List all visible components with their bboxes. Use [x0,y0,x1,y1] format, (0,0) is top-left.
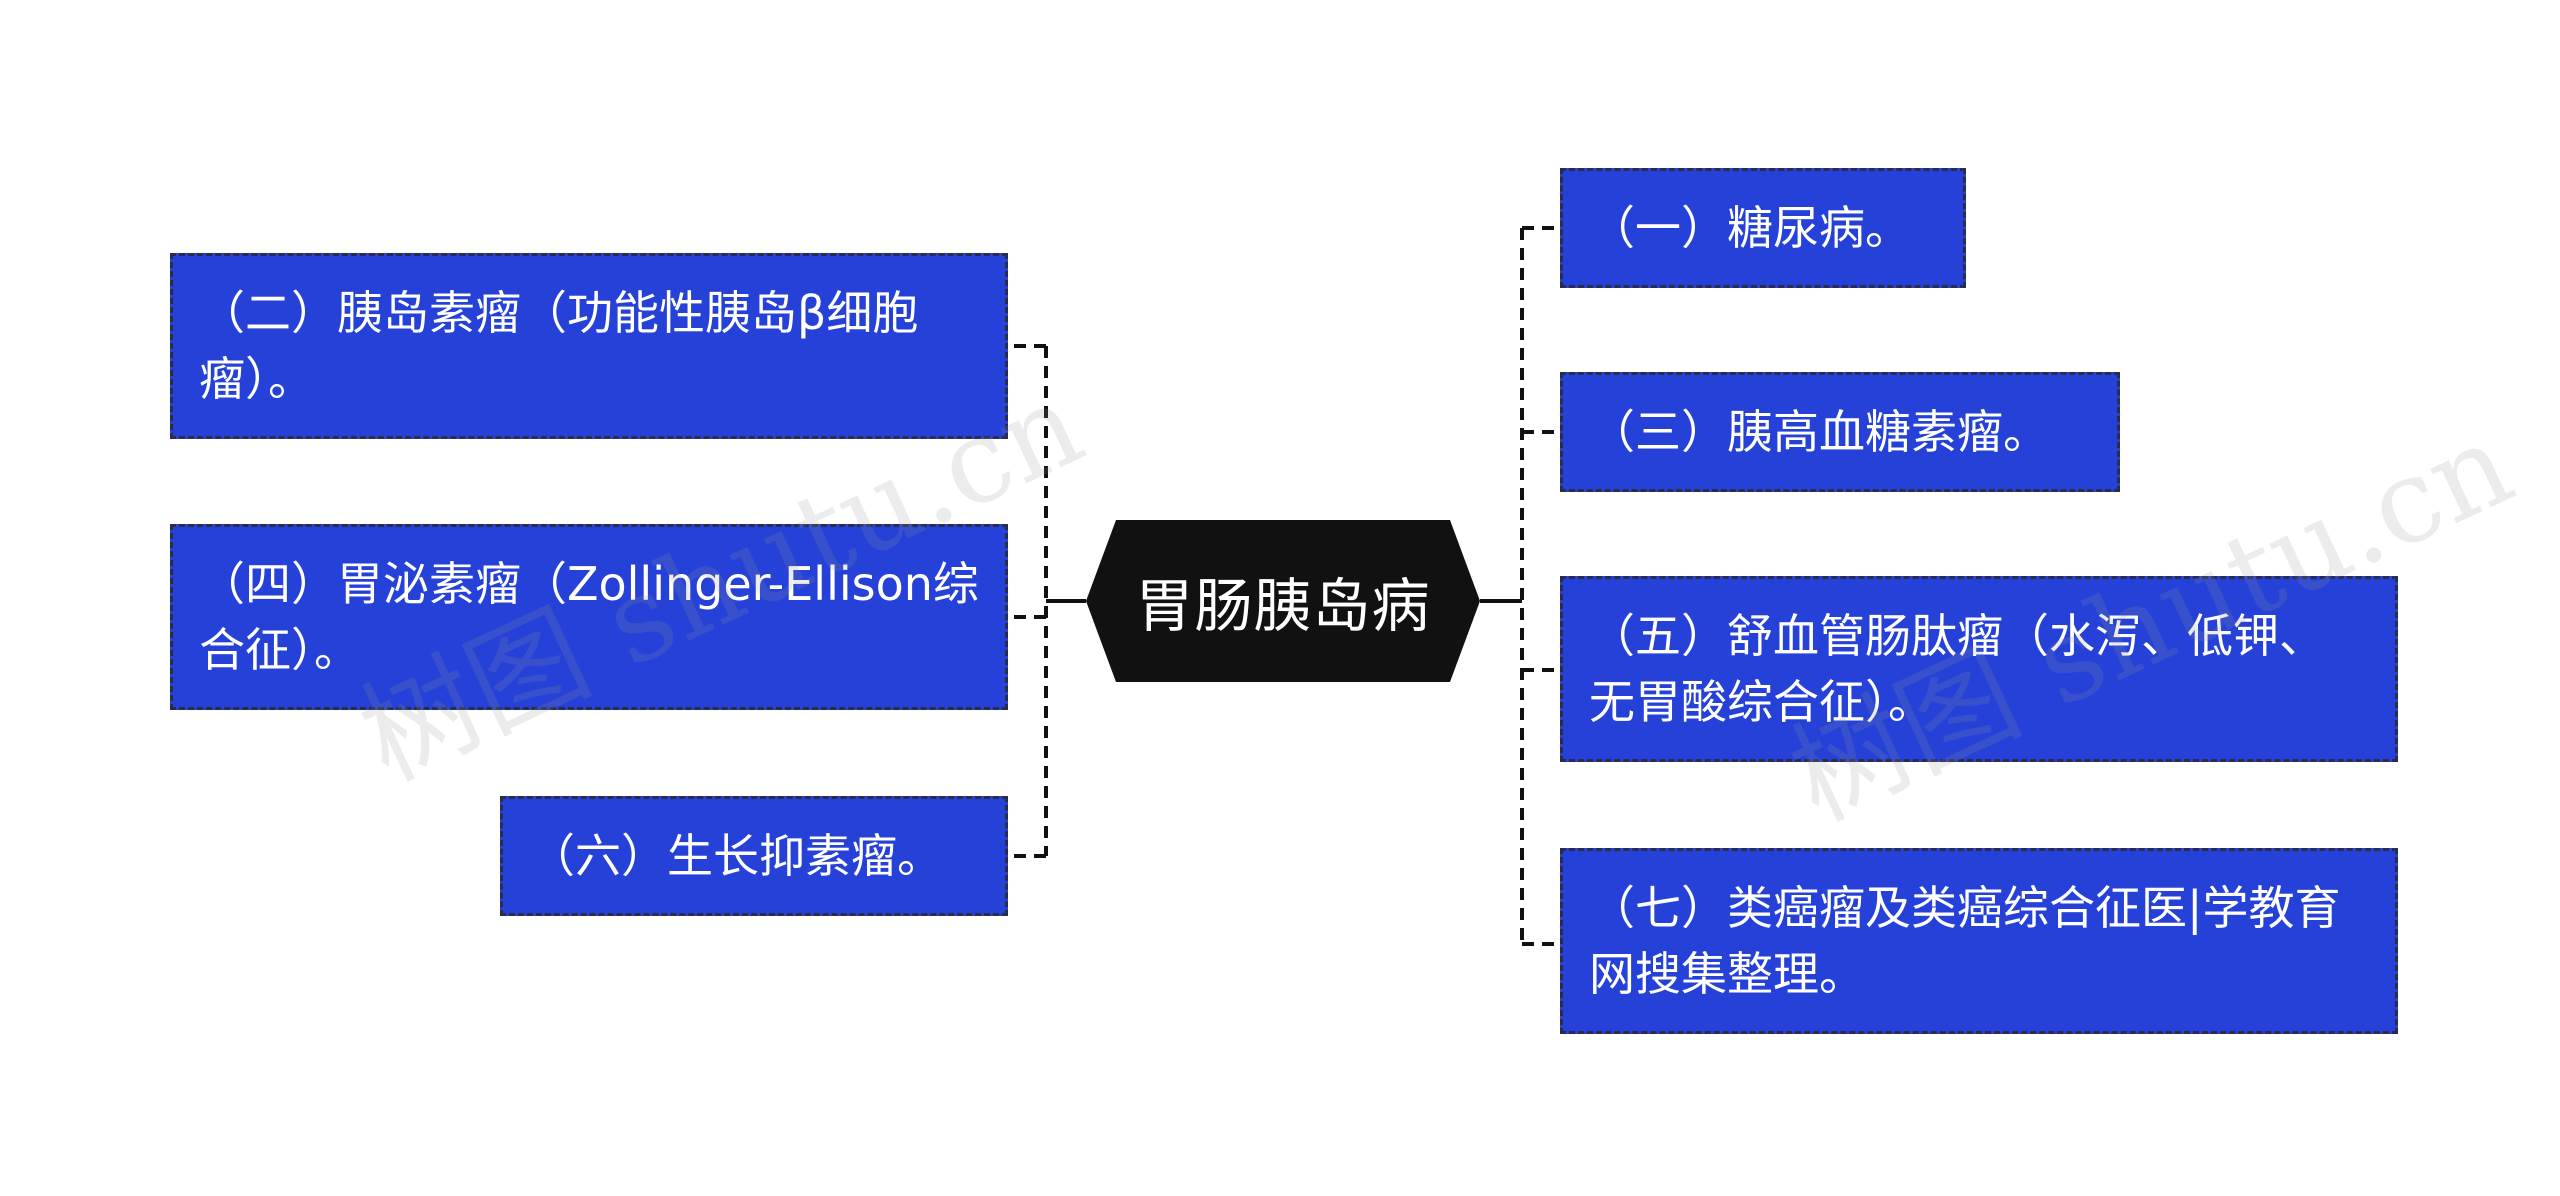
branch-node-4-label: （四）胃泌素瘤（Zollinger-Ellison综合征）。 [199,557,979,677]
root-node-shape [1086,520,1480,682]
branch-node-2-label: （二）胰岛素瘤（功能性胰岛β细胞瘤）。 [199,286,919,406]
root-node[interactable]: 胃肠胰岛病 [1086,520,1480,682]
branch-node-1[interactable]: （一）糖尿病。 [1560,168,1966,288]
branch-node-5-label: （五）舒血管肠肽瘤（水泻、低钾、无胃酸综合征）。 [1589,609,2325,729]
branch-node-1-label: （一）糖尿病。 [1589,201,1911,255]
branch-node-6-label: （六）生长抑素瘤。 [529,829,943,883]
branch-node-4[interactable]: （四）胃泌素瘤（Zollinger-Ellison综合征）。 [170,524,1008,710]
branch-node-6[interactable]: （六）生长抑素瘤。 [500,796,1008,916]
branch-node-3[interactable]: （三）胰高血糖素瘤。 [1560,372,2120,492]
branch-node-7[interactable]: （七）类癌瘤及类癌综合征医|学教育网搜集整理。 [1560,848,2398,1034]
branch-node-7-label: （七）类癌瘤及类癌综合征医|学教育网搜集整理。 [1589,881,2341,1001]
branch-node-5[interactable]: （五）舒血管肠肽瘤（水泻、低钾、无胃酸综合征）。 [1560,576,2398,762]
branch-node-3-label: （三）胰高血糖素瘤。 [1589,405,2049,459]
root-node-label: 胃肠胰岛病 [1135,572,1431,640]
branch-node-2[interactable]: （二）胰岛素瘤（功能性胰岛β细胞瘤）。 [170,253,1008,439]
